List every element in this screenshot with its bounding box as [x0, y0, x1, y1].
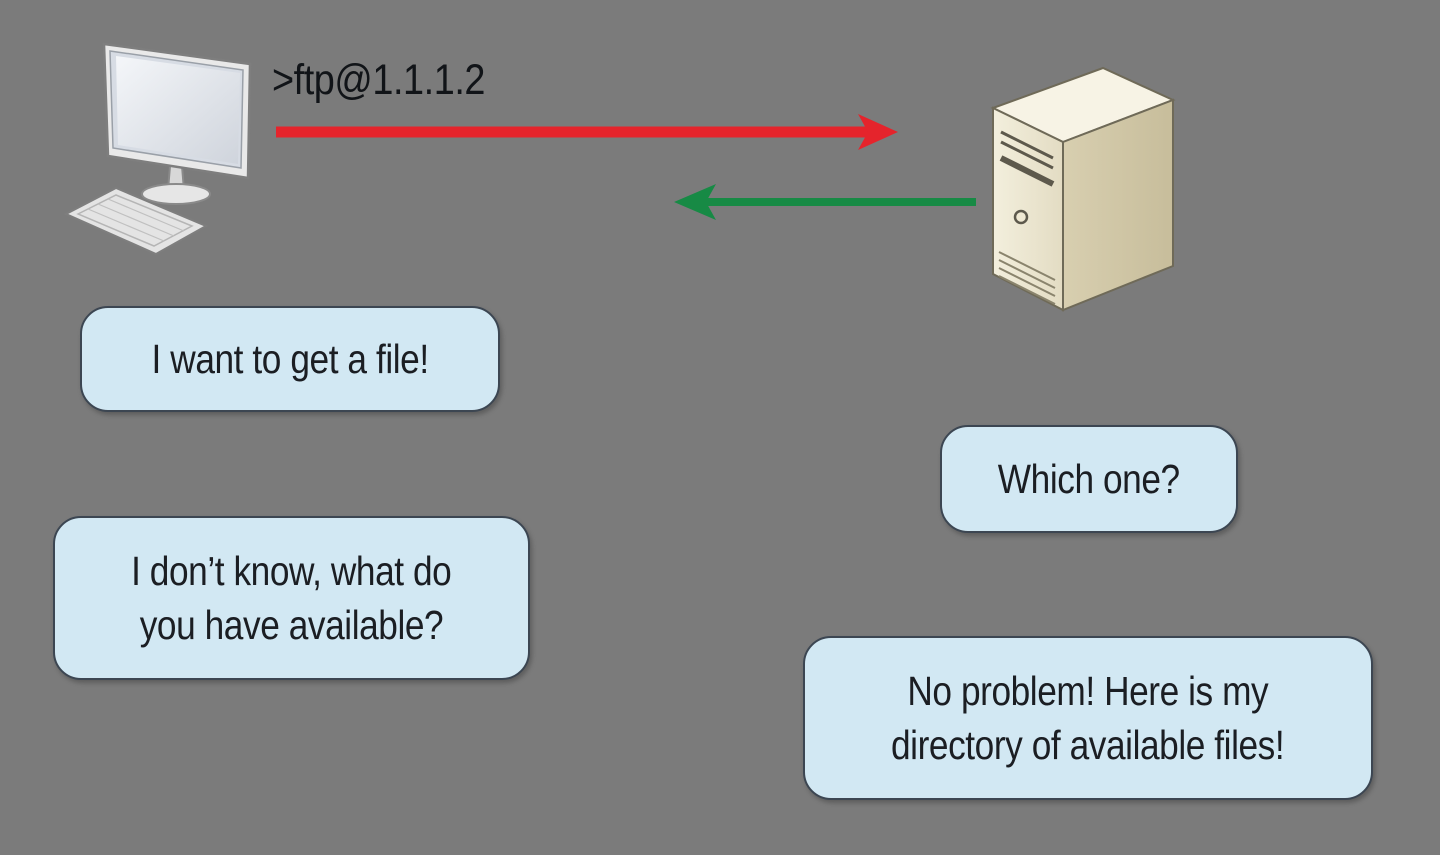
client-computer-icon [63, 42, 252, 256]
server-bubble-2-line-1: No problem! Here is my [907, 668, 1269, 714]
server-bubble-2: No problem! Here is my directory of avai… [803, 636, 1373, 800]
client-bubble-2: I don’t know, what do you have available… [53, 516, 530, 680]
server-tower-icon [990, 66, 1176, 312]
server-bubble-1-line-1: Which one? [998, 456, 1180, 502]
response-arrow [674, 184, 976, 220]
request-arrow [276, 114, 898, 150]
client-bubble-2-line-2: you have available? [139, 602, 444, 648]
client-bubble-1: I want to get a file! [80, 306, 500, 412]
client-bubble-2-line-1: I don’t know, what do [131, 548, 452, 594]
ftp-command-label: >ftp@1.1.1.2 [272, 56, 486, 104]
server-bubble-1: Which one? [940, 425, 1238, 533]
server-bubble-2-line-2: directory of available files! [891, 722, 1285, 768]
client-bubble-1-line-1: I want to get a file! [151, 336, 429, 382]
